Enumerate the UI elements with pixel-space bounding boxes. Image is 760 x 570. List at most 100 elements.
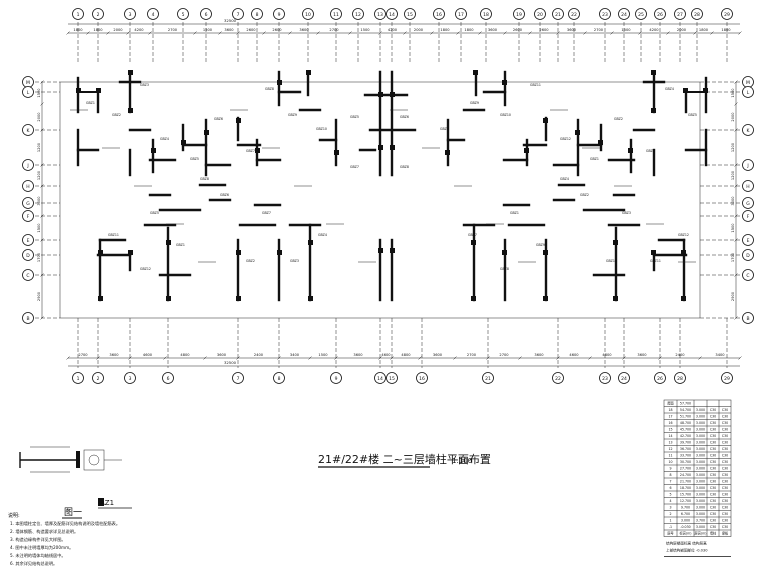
column-block [613,296,618,301]
grid-bubble-bottom [416,372,428,384]
dim-top-right-label: 2600 [539,28,549,32]
grid-label-top: 3 [129,12,132,18]
grid-bubble-top [124,8,136,20]
dim-bottom-label: 4600 [381,353,391,357]
table-cell: 屋面 [667,401,673,406]
table-cell: 27.700 [680,467,691,471]
dim-top-tick [66,31,70,35]
wall-tag: GBZ9 [536,243,545,247]
dim-left-label: 1200 [37,170,41,180]
wall-tag: GBZ3 [140,83,149,87]
table-cell: 3.000 [696,473,705,477]
table-cell: 3.000 [696,506,705,510]
grid-bubble-left [22,249,34,261]
grid-label-bottom: 3 [129,376,132,382]
grid-label-top: 4 [152,12,155,18]
grid-label-top: 26 [657,12,663,18]
dim-top-right-label: 3600 [488,28,498,32]
az1-symbol [98,498,104,506]
column-block [76,88,81,93]
grid-label-top: 21 [555,12,561,18]
dim-left-tick [40,316,44,320]
table-cell: C30 [710,525,716,529]
table-cell: C30 [722,473,728,477]
grid-label-top: 7 [237,12,240,18]
grid-label-right: C [746,273,749,279]
dim-bottom-tick [486,356,490,360]
dim-bottom-label: 2700 [78,353,88,357]
column-block [308,240,313,245]
grid-label-bottom: 9 [335,376,338,382]
table-cell: C30 [710,447,716,451]
dim-bottom-label: 2400 [254,353,264,357]
column-block [378,248,383,253]
wall-tag: GBZ2 [580,193,589,197]
grid-bubble-top [455,8,467,20]
table-caption: 上部结构嵌固部位 -0.030 [666,548,708,553]
wall-tag: GBZ3 [622,211,631,215]
dim-top-right-label: 2600 [513,28,523,32]
wall-tag: GBZ11 [650,259,661,263]
grid-label-top: 14 [389,12,395,18]
wall-tag: GBZ8 [500,267,509,271]
table-cell: 15.700 [680,493,691,497]
table-cell: 30.700 [680,460,691,464]
grid-label-right: K [747,128,751,134]
table-cell: 3.000 [696,421,705,425]
dim-right-tick [734,273,738,277]
wall-tag: GBZ11 [530,83,541,87]
table-cell: -0.030 [680,525,690,529]
grid-label-right: L [747,90,750,96]
column-block [473,70,478,75]
grid-bubble-bottom [72,372,84,384]
column-block [390,248,395,253]
grid-label-bottom: 16 [419,376,425,382]
grid-bubble-top [480,8,492,20]
dim-bottom-tick [128,356,132,360]
table-cell: 57.700 [680,402,691,406]
table-cell: C30 [710,467,716,471]
dim-top-label: 3600 [299,28,309,32]
grid-bubble-top [177,8,189,20]
table-cell: C30 [722,525,728,529]
wall-tag: GBZ7 [350,165,359,169]
wall-tag: GBZ8 [200,177,209,181]
grid-bubble-bottom [721,372,733,384]
table-cell: 33.700 [680,454,691,458]
wall-tag: GBZ1 [86,101,95,105]
table-header-cell: 层号 [667,531,673,536]
grid-bubble-left [22,180,34,192]
legend-area [19,446,132,519]
grid-label-bottom: 24 [621,376,627,382]
dim-bottom-label: 3400 [290,353,300,357]
dim-bottom-tick [334,356,338,360]
grid-bubble-right [742,124,754,136]
table-cell: C30 [722,428,728,432]
column-block [651,250,656,255]
table-cell: 39.700 [680,441,691,445]
grid-label-bottom: 21 [485,376,491,382]
dim-top-tick [218,31,222,35]
column-block [681,296,686,301]
column-block [236,250,241,255]
table-cell: 15 [668,428,672,432]
table-cell: 3.000 [696,434,705,438]
grid-label-top: 18 [483,12,489,18]
grid-label-bottom: 2 [97,376,100,382]
grid-label-bottom: 7 [237,376,240,382]
table-cell: 3.000 [696,493,705,497]
grid-bubble-top [72,8,84,20]
grid-bubble-top [92,8,104,20]
column-block [236,118,241,123]
grid-label-top: 10 [305,12,311,18]
column-block [502,80,507,85]
detail-section-mark [88,454,100,466]
grid-label-top: 1 [77,12,80,18]
dim-bottom-label: 3600 [109,353,119,357]
dim-top-label: 1800 [464,28,474,32]
grid-bubble-right [742,86,754,98]
dim-bottom-tick [96,356,100,360]
grid-bubble-right [742,159,754,171]
